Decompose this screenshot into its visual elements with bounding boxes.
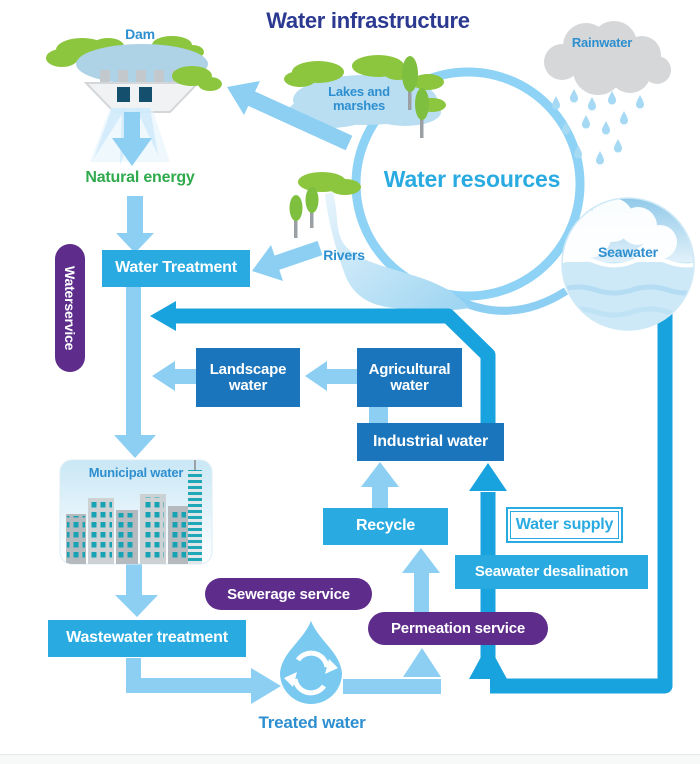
dam-label: Dam [125, 26, 155, 42]
lakes-to-dam-arrow [227, 81, 353, 151]
recycle-box: Recycle [323, 508, 448, 545]
footer-strip [0, 754, 700, 764]
rivers-to-treatment-arrow [252, 240, 323, 281]
municipal-water-illustration [59, 459, 213, 565]
rain-drops-icon [552, 89, 644, 165]
natural-energy-label: Natural energy [85, 169, 195, 186]
water-supply-box: Water supply [506, 507, 623, 543]
sewerage-service-pill: Sewerage service [205, 578, 372, 610]
rivers-icon [289, 172, 470, 311]
agricultural-water-box: Agricultural water [357, 348, 462, 407]
dam-icon [46, 36, 222, 166]
water-treatment-box: Water Treatment [102, 250, 250, 287]
seawater-desalination-box: Seawater desalination [455, 555, 648, 589]
lakes-marshes-label: Lakes and marshes [328, 84, 390, 114]
recycle-arrows-icon [284, 650, 338, 696]
rainwater-label: Rainwater [571, 35, 633, 50]
treated-water-drop-icon [280, 621, 342, 704]
rivers-label: Rivers [323, 247, 365, 263]
waterservice-pill: Waterservice [55, 244, 85, 372]
treated-water-label: Treated water [258, 713, 366, 732]
industrial-water-box: Industrial water [357, 423, 504, 461]
flow-arrows-light [114, 196, 441, 704]
water-resources-label: Water resources [383, 166, 561, 192]
seawater-loop-line [490, 310, 673, 694]
seawater-icon [561, 197, 695, 331]
page-title: Water infrastructure [266, 8, 470, 33]
seawater-label: Seawater [598, 244, 658, 260]
rainwater-cloud-icon [544, 21, 671, 95]
municipal-water-label: Municipal water [88, 465, 184, 480]
wastewater-treatment-box: Wastewater treatment [48, 620, 246, 657]
permeation-service-pill: Permeation service [368, 612, 548, 645]
landscape-water-box: Landscape water [196, 348, 300, 407]
